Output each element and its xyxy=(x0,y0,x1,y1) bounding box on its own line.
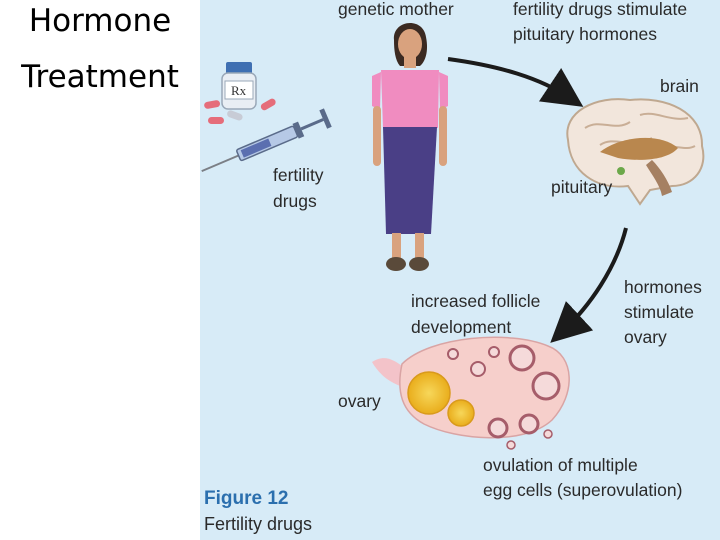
label-drugs-stimulate-1: fertility drugs stimulate xyxy=(513,0,688,19)
large-follicle xyxy=(407,371,451,415)
label-ovulation-2: egg cells (superovulation) xyxy=(483,480,683,500)
label-follicle-2: development xyxy=(411,317,512,337)
label-genetic-mother: genetic mother xyxy=(338,0,454,19)
arrow-to-ovary xyxy=(550,227,628,343)
label-hormones-3: ovary xyxy=(624,327,667,347)
brain-illustration xyxy=(566,98,705,206)
label-fertility-drugs-2: drugs xyxy=(273,191,317,211)
label-fertility-drugs-1: fertility xyxy=(273,165,324,185)
label-ovary: ovary xyxy=(338,391,381,411)
label-hormones-2: stimulate xyxy=(624,302,695,322)
label-hormones-1: hormones xyxy=(624,277,702,297)
syringe-icon xyxy=(201,108,332,173)
rx-bottle-icon xyxy=(221,62,257,110)
label-drugs-stimulate-2: pituitary hormones xyxy=(513,24,657,44)
label-follicle-1: increased follicle xyxy=(411,291,541,311)
genetic-mother-figure xyxy=(372,23,448,271)
figure-number: Figure 12 xyxy=(204,488,289,509)
label-pituitary: pituitary xyxy=(551,177,613,197)
diagram-panel xyxy=(200,0,720,540)
slide-title-line2: Treatment xyxy=(21,59,179,95)
ovary-illustration xyxy=(372,336,570,450)
figure-caption: Fertility drugs xyxy=(204,514,313,534)
rx-label: Rx xyxy=(231,83,247,98)
pills-icon xyxy=(204,98,276,124)
slide-title-line1: Hormone xyxy=(28,3,172,39)
label-brain: brain xyxy=(660,76,699,96)
arrow-to-brain xyxy=(447,57,584,107)
label-ovulation-1: ovulation of multiple xyxy=(483,455,638,475)
